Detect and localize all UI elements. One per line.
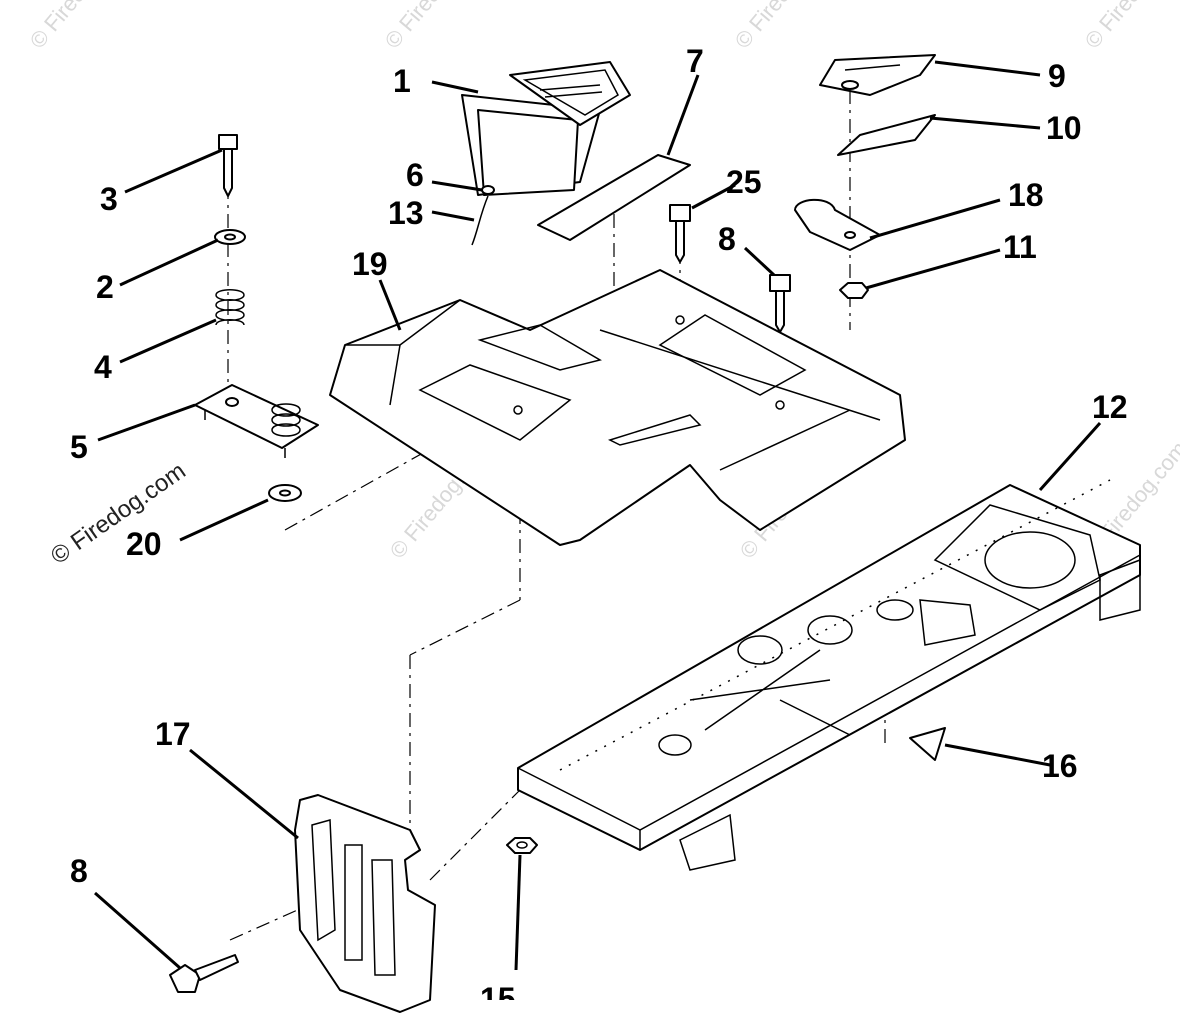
part-4-spring [215,289,245,326]
part-8-bolt-upper [769,274,791,333]
part-25-bolt [669,204,691,263]
callout-1: 1 [393,63,411,99]
callout-16: 16 [1042,748,1078,784]
callout-8-lower: 8 [70,853,88,889]
part-18-bracket [794,198,881,251]
callout-17: 17 [155,716,191,752]
callout-2: 2 [96,269,114,305]
part-8-bolt-lower [169,954,239,993]
part-10-plate [837,114,936,156]
part-5-bracket [194,384,319,458]
callout-4: 4 [94,349,112,385]
callout-11: 11 [1003,229,1037,265]
part-16-clip [909,727,946,761]
part-20-washer [268,484,302,502]
leader-lines [94,60,1102,971]
callout-13: 13 [388,195,424,231]
callout-12: 12 [1092,389,1128,425]
callout-7: 7 [686,43,704,79]
part-9-cover [819,54,936,96]
callout-labels: 1 2 3 4 5 6 7 8 8 9 10 11 12 13 15 16 17… [70,43,1128,1017]
part-19-fender [329,269,906,546]
callout-25: 25 [726,164,762,200]
callout-10: 10 [1046,110,1082,146]
callout-3: 3 [100,181,118,217]
watermark-main: © Firedog.com [46,457,191,570]
callout-18: 18 [1008,177,1044,213]
callout-6: 6 [406,157,424,193]
callout-5: 5 [70,429,88,465]
part-7-decal [537,154,691,241]
part-11-nut [839,282,869,299]
callout-20: 20 [126,526,162,562]
part-3-bolt [218,134,238,197]
callout-8-upper: 8 [718,221,736,257]
watermark-ghost: © Firedog.com [730,0,842,53]
part-1-tray [461,61,631,196]
watermark-ghost: © Firedog.com [380,0,492,53]
part-12-frame [517,479,1141,871]
watermark-ghost: © Firedog.com [25,0,137,53]
part-15-nut [506,837,538,854]
part-2-washer [214,229,246,245]
bottom-crop-mask [440,1000,580,1028]
callout-19: 19 [352,246,388,282]
callout-9: 9 [1048,58,1066,94]
part-13-hose [471,185,495,246]
watermark-ghost: © Firedog.com [1080,0,1180,53]
part-17-plate [294,794,436,1013]
